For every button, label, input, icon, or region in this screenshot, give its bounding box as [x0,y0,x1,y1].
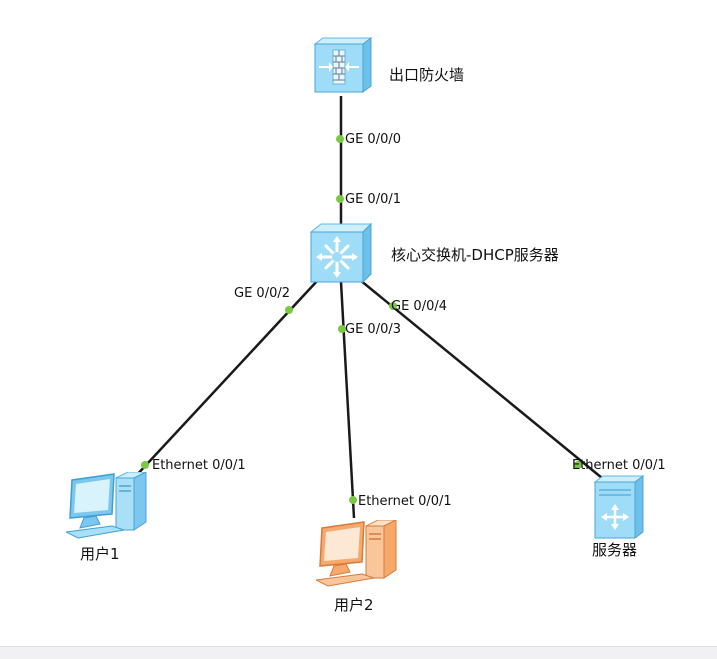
port-dot-pc2-eth[interactable] [349,496,357,504]
pc-icon [64,471,147,539]
port-label-pc2-eth: Ethernet 0/0/1 [358,494,452,509]
port-dot-fw-ge000[interactable] [336,135,344,143]
port-dot-pc1-eth[interactable] [141,461,149,469]
port-dot-sw-ge002[interactable] [285,306,293,314]
port-label-server-eth: Ethernet 0/0/1 [572,458,666,473]
core-switch-name: 核心交换机-DHCP服务器 [391,246,559,264]
port-dot-sw-ge003[interactable] [338,325,346,333]
server-device[interactable] [593,474,645,544]
link-switch-pc2[interactable] [339,281,356,519]
firewall-icon [313,37,373,93]
port-label-sw-ge002: GE 0/0/2 [234,286,290,301]
pc1-name: 用户1 [80,545,120,563]
pc-icon [314,519,397,587]
firewall-name: 出口防火墙 [389,66,465,84]
port-dot-server-eth[interactable] [574,461,582,469]
port-dot-sw-ge001[interactable] [336,195,344,203]
pc1-device[interactable] [64,471,148,546]
port-label-pc1-eth: Ethernet 0/0/1 [152,458,246,473]
link-switch-server[interactable] [359,279,603,479]
pc2-device[interactable] [314,519,398,594]
port-label-sw-ge001: GE 0/0/1 [345,192,401,207]
l3-switch-icon [309,222,373,284]
port-label-fw-ge000: GE 0/0/0 [345,132,401,147]
bottom-strip [0,646,717,659]
port-dot-sw-ge004[interactable] [389,302,397,310]
server-icon [593,475,645,539]
port-label-sw-ge003: GE 0/0/3 [345,322,401,337]
pc2-name: 用户2 [334,596,374,614]
core-switch-device[interactable] [307,222,373,288]
port-label-sw-ge004: GE 0/0/4 [391,299,447,314]
firewall-device[interactable] [309,36,373,100]
server-name: 服务器 [592,541,638,559]
